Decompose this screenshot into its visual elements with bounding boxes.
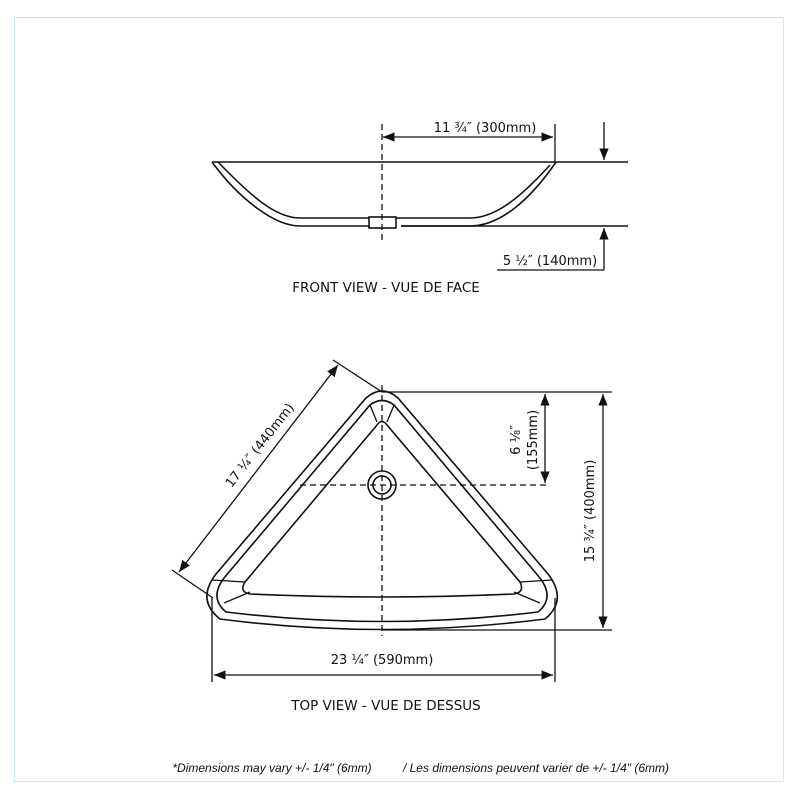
depth-label: 15 ¾″ (400mm)	[583, 460, 598, 563]
side-dimension	[178, 364, 339, 573]
corner-lines	[211, 404, 553, 604]
front-view-title: FRONT VIEW - VUE DE FACE	[292, 280, 480, 296]
bowl-outer-right	[401, 161, 557, 227]
drain-label-mm: (155mm)	[526, 410, 541, 470]
footer-note-fr: / Les dimensions peuvent varier de +/- 1…	[402, 761, 669, 775]
top-view: 17 ¼″ (440mm) 6 ⅛″ (155mm) 15 ¾″ (400mm)…	[171, 359, 612, 714]
bowl-outer-left	[211, 161, 369, 227]
outer-rim	[206, 390, 559, 631]
bowl-inner-right	[396, 164, 551, 219]
width-label: 23 ¼″ (590mm)	[331, 653, 434, 668]
front-width-label: 11 ¾″ (300mm)	[434, 121, 537, 136]
top-view-title: TOP VIEW - VUE DE DESSUS	[290, 698, 481, 714]
drawing-frame	[14, 17, 784, 782]
front-view: 11 ¾″ (300mm) 5 ½″ (140mm) FRONT VIEW - …	[211, 121, 628, 296]
footer-note-en: *Dimensions may vary +/- 1/4" (6mm)	[172, 761, 371, 775]
side-label: 17 ¼″ (440mm)	[223, 401, 298, 491]
front-height-label: 5 ½″ (140mm)	[503, 254, 597, 269]
inner-rim	[216, 399, 548, 623]
drain-label-in: 6 ⅛″	[509, 425, 524, 455]
bowl-inner-left	[217, 161, 369, 219]
